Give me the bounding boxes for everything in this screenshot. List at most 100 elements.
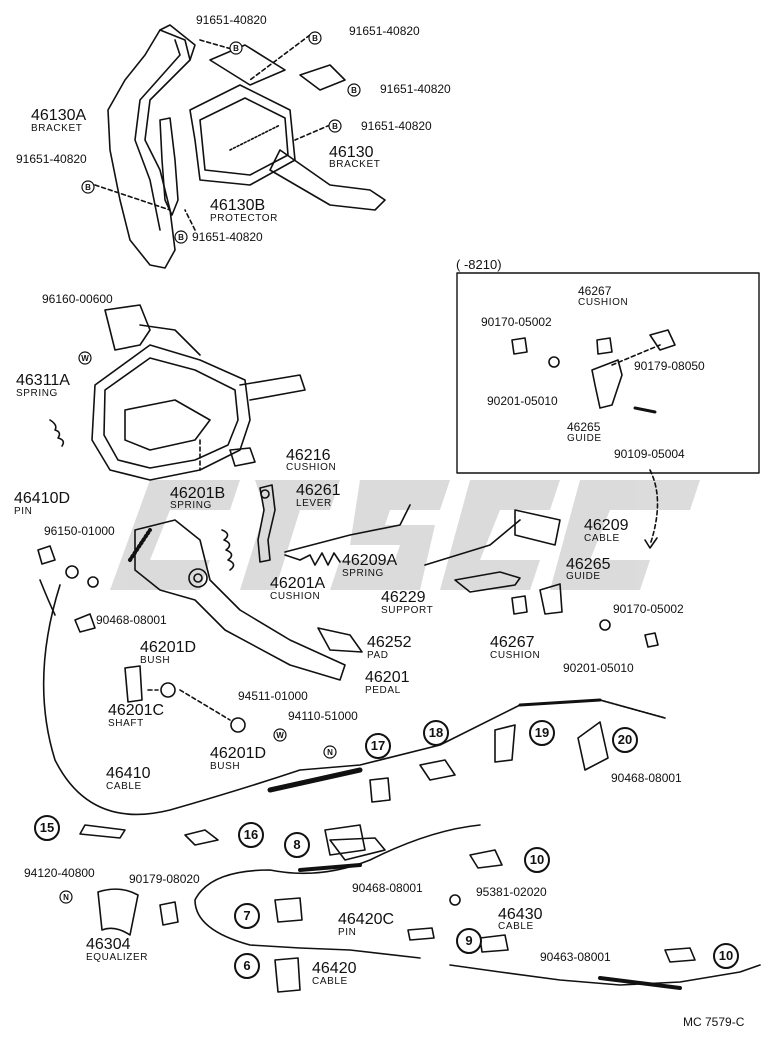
protector-46130b bbox=[159, 117, 179, 216]
footer-code: MC 7579-C bbox=[683, 1015, 745, 1029]
label-46201a: 46201A bbox=[270, 575, 326, 592]
label-46201d: 46201D bbox=[140, 639, 197, 656]
mark-b-3: B bbox=[351, 86, 357, 95]
label-95381: 95381-02020 bbox=[476, 885, 547, 899]
inset-90109: 90109-05004 bbox=[614, 447, 685, 461]
inset-90201: 90201-05010 bbox=[487, 394, 558, 408]
label-46265: 46265 bbox=[566, 556, 611, 573]
label-46209-name: CABLE bbox=[584, 533, 620, 544]
inset-90170: 90170-05002 bbox=[481, 315, 552, 329]
label-91651-b: 91651-40820 bbox=[349, 24, 420, 38]
label-94110: 94110-51000 bbox=[288, 709, 358, 723]
inset-title: ( -8210) bbox=[456, 257, 502, 272]
mark-n-2: N bbox=[63, 893, 69, 902]
inset-46265: 46265 bbox=[567, 420, 601, 434]
mark-b-5: B bbox=[85, 183, 91, 192]
label-46410d: 46410D bbox=[14, 490, 71, 507]
callout-10-b: 10 bbox=[713, 943, 739, 969]
label-46130a: 46130A bbox=[31, 107, 87, 124]
watermark-logo bbox=[110, 480, 700, 590]
label-90170: 90170-05002 bbox=[613, 602, 684, 616]
label-46209a-name: SPRING bbox=[342, 568, 384, 579]
label-46430-name: CABLE bbox=[498, 921, 534, 932]
spring-46201b bbox=[221, 529, 235, 571]
cable-46209 bbox=[284, 504, 411, 553]
top-pedal-arm bbox=[269, 149, 386, 211]
support-46229 bbox=[454, 571, 521, 593]
callout-16: 16 bbox=[238, 822, 264, 848]
mark-b-1: B bbox=[233, 44, 239, 53]
callout-19: 19 bbox=[529, 720, 555, 746]
label-46209: 46209 bbox=[584, 517, 629, 534]
callout-15: 15 bbox=[34, 815, 60, 841]
mark-n-1: N bbox=[327, 748, 333, 757]
spring-46209a bbox=[299, 552, 341, 566]
spring-46311a bbox=[49, 419, 65, 447]
label-46420c: 46420C bbox=[338, 911, 395, 928]
cable-46420 bbox=[194, 824, 481, 959]
label-46311a: 46311A bbox=[16, 372, 70, 389]
label-46267: 46267 bbox=[490, 634, 535, 651]
callout-10-a: 10 bbox=[524, 847, 550, 873]
mark-b-2: B bbox=[312, 34, 318, 43]
callout-7: 7 bbox=[234, 903, 260, 929]
label-46201c-name: SHAFT bbox=[108, 718, 144, 729]
pin-46410d bbox=[37, 545, 56, 565]
cable-46430 bbox=[449, 964, 761, 986]
inset-46267: 46267 bbox=[578, 284, 612, 298]
label-46261: 46261 bbox=[296, 482, 341, 499]
label-91651-e: 91651-40820 bbox=[16, 152, 87, 166]
label-46201-name: PEDAL bbox=[365, 685, 401, 696]
label-46201b: 46201B bbox=[170, 485, 226, 502]
label-46410: 46410 bbox=[106, 765, 151, 782]
label-90463: 90463-08001 bbox=[540, 950, 611, 964]
label-46130a-name: BRACKET bbox=[31, 123, 83, 134]
callout-8: 8 bbox=[284, 832, 310, 858]
label-96150: 96150-01000 bbox=[44, 524, 115, 538]
label-46430: 46430 bbox=[498, 906, 543, 923]
cushion-46267 bbox=[511, 595, 528, 615]
label-46229-name: SUPPORT bbox=[381, 605, 434, 616]
callout-17: 17 bbox=[365, 733, 391, 759]
label-46261-name: LEVER bbox=[296, 498, 332, 509]
label-46420c-name: PIN bbox=[338, 927, 357, 938]
callout-18: 18 bbox=[423, 720, 449, 746]
label-90179: 90179-08020 bbox=[129, 872, 200, 886]
label-46265-name: GUIDE bbox=[566, 571, 601, 582]
pedal-46201 bbox=[134, 519, 346, 681]
label-46209a: 46209A bbox=[342, 552, 398, 569]
label-46304-name: EQUALIZER bbox=[86, 952, 149, 963]
guide-46265 bbox=[539, 583, 563, 615]
label-46201: 46201 bbox=[365, 669, 410, 686]
pad-46252 bbox=[317, 627, 363, 653]
label-94511: 94511-01000 bbox=[238, 689, 308, 703]
label-46420: 46420 bbox=[312, 960, 357, 977]
label-94120: 94120-40800 bbox=[24, 866, 95, 880]
label-46201a-name: CUSHION bbox=[270, 591, 321, 602]
equalizer-46304 bbox=[97, 888, 139, 936]
label-91651-d: 91651-40820 bbox=[361, 119, 432, 133]
pedal-bracket-main bbox=[91, 344, 251, 481]
label-96160: 96160-00600 bbox=[42, 292, 113, 306]
callout-6: 6 bbox=[234, 953, 260, 979]
label-46229: 46229 bbox=[381, 589, 426, 606]
label-46201d-2-name: BUSH bbox=[210, 761, 241, 772]
label-90468-c: 90468-08001 bbox=[352, 881, 423, 895]
bracket-46130a bbox=[107, 29, 191, 269]
label-46252: 46252 bbox=[367, 634, 412, 651]
label-46130: 46130 bbox=[329, 144, 374, 161]
inset-46267-name: CUSHION bbox=[578, 297, 629, 308]
shaft-46201c bbox=[124, 665, 143, 703]
label-46410d-name: PIN bbox=[14, 506, 33, 517]
bracket-46130 bbox=[189, 84, 296, 186]
label-90468-b: 90468-08001 bbox=[611, 771, 682, 785]
label-46130-name: BRACKET bbox=[329, 159, 381, 170]
cable-46410 bbox=[42, 584, 666, 816]
label-46216: 46216 bbox=[286, 447, 331, 464]
label-46130b: 46130B bbox=[210, 197, 266, 214]
label-90468-a: 90468-08001 bbox=[96, 613, 167, 627]
mark-w-1: W bbox=[81, 354, 89, 363]
label-46201d-name: BUSH bbox=[140, 655, 171, 666]
mark-b-4: B bbox=[332, 122, 338, 131]
label-91651-a: 91651-40820 bbox=[196, 13, 267, 27]
